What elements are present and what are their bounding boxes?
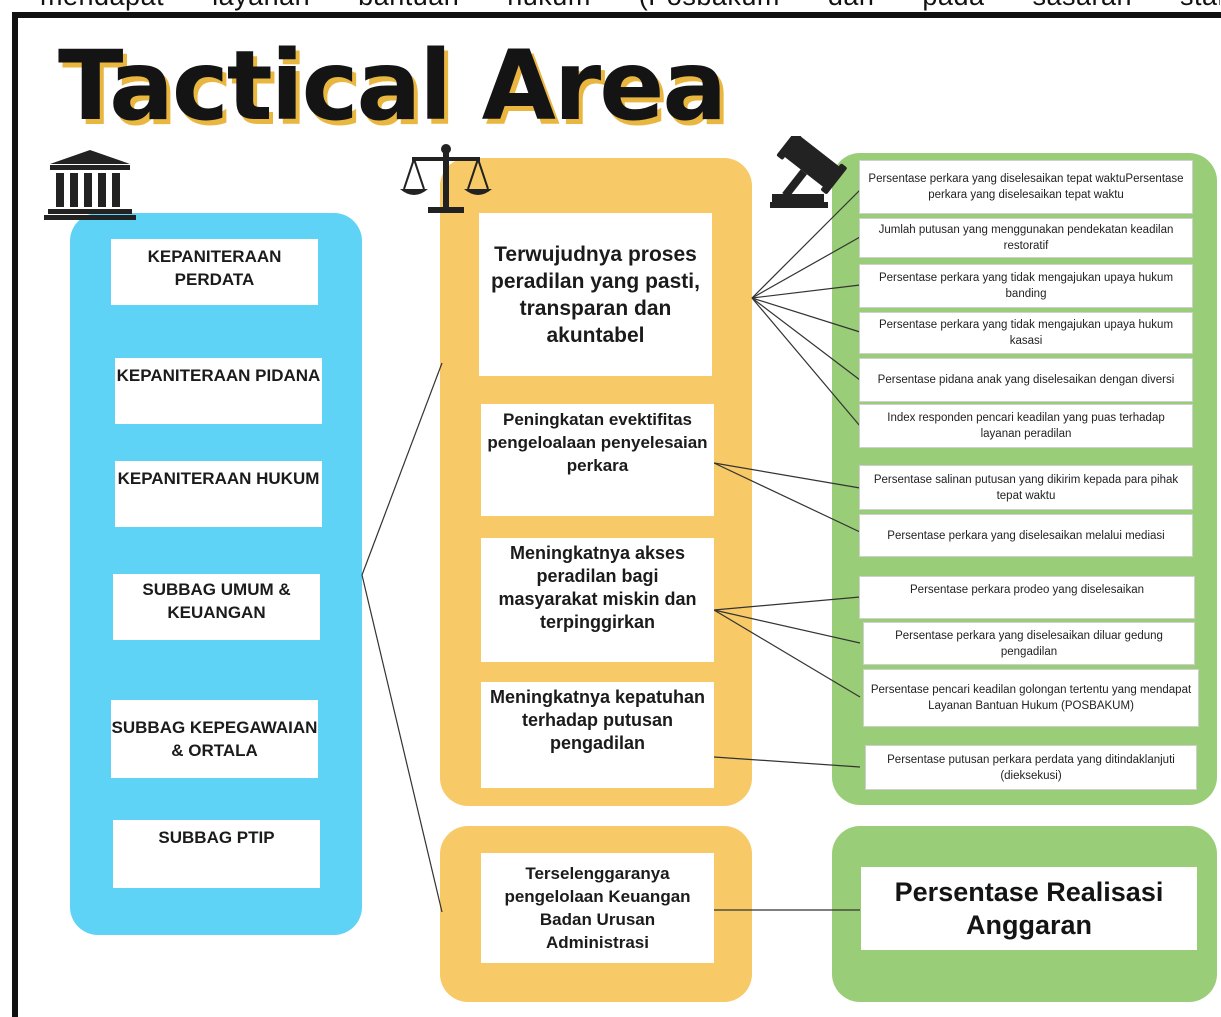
unit-subbag-kepegawaian-ortala: SUBBAG KEPEGAWAIAN & ORTALA bbox=[111, 700, 318, 778]
indicator-banding: Persentase perkara yang tidak mengajukan… bbox=[859, 264, 1193, 308]
unit-subbag-ptip: SUBBAG PTIP bbox=[113, 820, 320, 888]
cropped-header-text: mendapat layanan bantuan hukum (Posbakum… bbox=[40, 0, 1220, 22]
indicator-eksekusi-perdata: Persentase putusan perkara perdata yang … bbox=[865, 745, 1197, 790]
indicator-index-responden: Index responden pencari keadilan yang pu… bbox=[859, 404, 1193, 448]
indicator-posbakum: Persentase pencari keadilan golongan ter… bbox=[863, 669, 1199, 727]
outer-frame bbox=[12, 12, 1221, 1017]
indicator-realisasi-anggaran: Persentase Realisasi Anggaran bbox=[861, 867, 1197, 950]
indicator-perkara-tepat-waktu: Persentase perkara yang diselesaikan tep… bbox=[859, 160, 1193, 214]
indicator-salinan-putusan: Persentase salinan putusan yang dikirim … bbox=[859, 465, 1193, 510]
goal-proses-peradilan: Terwujudnya proses peradilan yang pasti,… bbox=[479, 213, 712, 376]
page-title: Tactical Area bbox=[58, 30, 727, 142]
unit-subbag-umum-keuangan: SUBBAG UMUM & KEUANGAN bbox=[113, 574, 320, 640]
indicator-diluar-gedung: Persentase perkara yang diselesaikan dil… bbox=[863, 622, 1195, 665]
goal-kepatuhan-putusan: Meningkatnya kepatuhan terhadap putusan … bbox=[481, 682, 714, 788]
unit-kepaniteraan-perdata: KEPANITERAAN PERDATA bbox=[111, 239, 318, 305]
balance-scale-icon bbox=[400, 144, 492, 213]
goal-akses-peradilan: Meningkatnya akses peradilan bagi masyar… bbox=[481, 538, 714, 662]
indicator-mediasi: Persentase perkara yang diselesaikan mel… bbox=[859, 514, 1193, 557]
goal-pengelolaan-keuangan: Terselenggaranya pengelolaan Keuangan Ba… bbox=[481, 853, 714, 963]
indicator-keadilan-restoratif: Jumlah putusan yang menggunakan pendekat… bbox=[859, 218, 1193, 258]
indicator-prodeo: Persentase perkara prodeo yang diselesai… bbox=[859, 576, 1195, 619]
gavel-icon bbox=[770, 136, 847, 208]
unit-kepaniteraan-pidana: KEPANITERAAN PIDANA bbox=[115, 358, 322, 424]
indicator-kasasi: Persentase perkara yang tidak mengajukan… bbox=[859, 312, 1193, 354]
courthouse-icon bbox=[44, 150, 136, 220]
goal-efektivitas-perkara: Peningkatan evektifitas pengeloalaan pen… bbox=[481, 404, 714, 516]
indicator-diversi: Persentase pidana anak yang diselesaikan… bbox=[859, 358, 1193, 402]
unit-kepaniteraan-hukum: KEPANITERAAN HUKUM bbox=[115, 461, 322, 527]
